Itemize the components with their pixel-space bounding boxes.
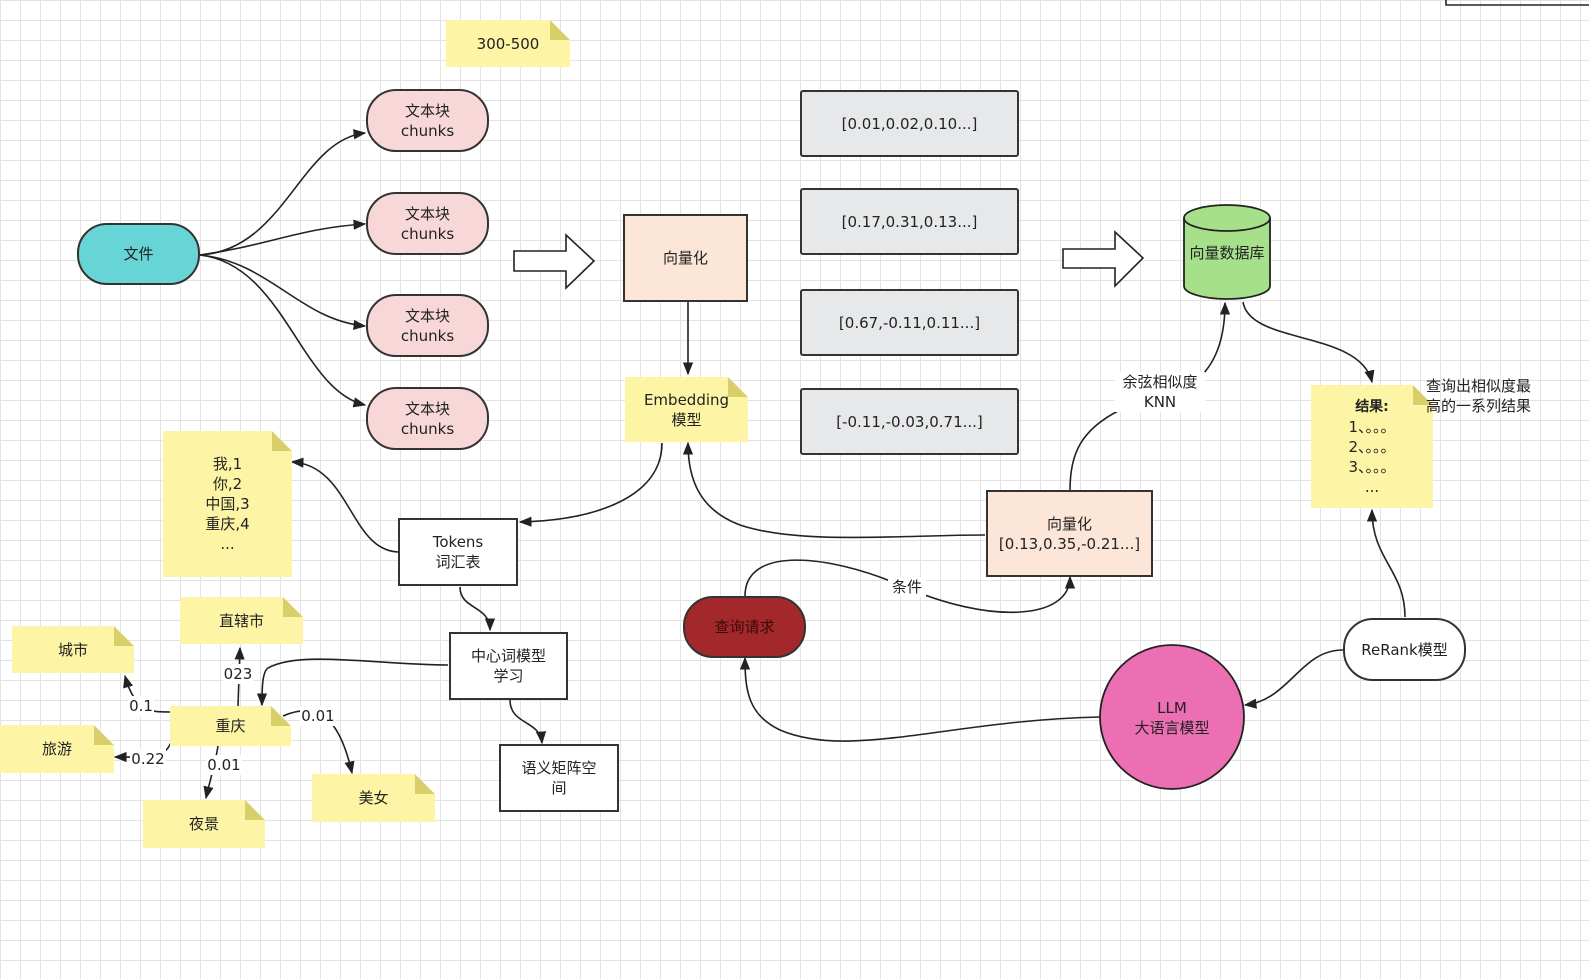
edge-file-chunk2 xyxy=(199,219,367,256)
condition-label: 条件 xyxy=(888,577,926,597)
vocab-note[interactable]: 我,1 你,2 中国,3 重庆,4 ... xyxy=(163,431,292,577)
embedding-model-note[interactable]: Embedding 模型 xyxy=(625,377,748,442)
weight-label-travel: 0.22 xyxy=(130,749,166,769)
results-note[interactable]: 结果: 1、。。。 2、。。。 3、。。。 ... xyxy=(1311,385,1433,508)
vector-box-4[interactable]: [-0.11,-0.03,0.71...] xyxy=(800,388,1019,455)
llm-label: LLM xyxy=(1157,699,1187,717)
results-description: 查询出相似度最 高的一系列结果 xyxy=(1426,377,1532,415)
llm-node[interactable]: LLM 大语言模型 xyxy=(1100,690,1244,746)
llm-sublabel: 大语言模型 xyxy=(1134,719,1210,737)
weight-label-municipality: 023 xyxy=(223,664,253,684)
llm-circle xyxy=(1099,644,1245,790)
chunk-sublabel: chunks xyxy=(400,121,455,140)
edge-rerank-llm xyxy=(1243,649,1344,709)
city-note[interactable]: 城市 xyxy=(12,626,134,673)
edge-tokens-vocab xyxy=(290,457,399,553)
chunk-sublabel: chunks xyxy=(400,224,455,243)
weight-label-city: 0.1 xyxy=(128,696,154,716)
vectorize-label: 向量化 xyxy=(662,249,708,267)
vector-box-1[interactable]: [0.01,0.02,0.10...] xyxy=(800,90,1019,157)
edge-file-chunk4 xyxy=(199,254,367,408)
center-word-label: 中心词模型 xyxy=(470,647,546,665)
chunk-node-1[interactable]: 文本块 chunks xyxy=(366,89,489,152)
cosine-knn-label: 余弦相似度 KNN xyxy=(1115,372,1205,412)
chunk-label: 文本块 xyxy=(404,101,450,120)
tokens-label: Tokens xyxy=(432,533,484,551)
query-vector-label: 向量化 xyxy=(1046,514,1092,533)
edge-query-db xyxy=(1069,409,1121,491)
corner-fragment xyxy=(1445,0,1589,6)
semantic-space-node[interactable]: 语义矩阵空 间 xyxy=(499,744,619,812)
chunk-sublabel: chunks xyxy=(400,326,455,345)
chunk-label: 文本块 xyxy=(404,204,450,223)
block-arrow-vectors xyxy=(1062,230,1145,288)
embedding-label: Embedding xyxy=(643,390,730,409)
results-title: 结果: xyxy=(1355,398,1389,415)
edge-rerank-results xyxy=(1366,508,1406,618)
query-request-label: 查询请求 xyxy=(714,618,775,636)
edge-center-chongqing xyxy=(256,658,449,707)
query-vector-value: [0.13,0.35,-0.21...] xyxy=(998,534,1141,553)
chunk-label: 文本块 xyxy=(404,306,450,325)
size-note[interactable]: 300-500 xyxy=(446,20,570,67)
weight-label-night: 0.01 xyxy=(206,755,242,775)
block-arrow-chunks xyxy=(513,233,596,290)
size-note-text: 300-500 xyxy=(476,34,540,53)
edge-cosine-db xyxy=(1194,301,1231,383)
beauty-note[interactable]: 美女 xyxy=(312,774,435,822)
vector-db-cylinder xyxy=(1183,204,1271,300)
municipality-note[interactable]: 直辖市 xyxy=(180,597,303,644)
night-view-note[interactable]: 夜景 xyxy=(143,800,265,848)
vector-value: [-0.11,-0.03,0.71...] xyxy=(836,412,983,431)
edge-file-chunk3 xyxy=(199,254,367,331)
query-request-node[interactable]: 查询请求 xyxy=(683,596,806,658)
vector-value: [0.67,-0.11,0.11...] xyxy=(838,313,981,332)
embedding-sublabel: 模型 xyxy=(671,410,702,429)
edge-llm-request xyxy=(739,656,1101,742)
edge-embedding-tokens xyxy=(518,442,663,527)
travel-note[interactable]: 旅游 xyxy=(0,725,114,773)
semantic-space-sublabel: 间 xyxy=(551,779,567,797)
chunk-label: 文本块 xyxy=(404,399,450,418)
vector-db-node[interactable]: 向量数据库 xyxy=(1184,228,1270,278)
query-vector-node[interactable]: 向量化 [0.13,0.35,-0.21...] xyxy=(986,490,1153,577)
vector-box-2[interactable]: [0.17,0.31,0.13...] xyxy=(800,188,1019,255)
semantic-space-label: 语义矩阵空 xyxy=(521,759,597,777)
chunk-node-4[interactable]: 文本块 chunks xyxy=(366,387,489,450)
center-word-node[interactable]: 中心词模型 学习 xyxy=(449,632,568,700)
edge-file-chunk1 xyxy=(199,129,367,256)
file-node[interactable]: 文件 xyxy=(77,223,200,285)
edge-query-embedding xyxy=(682,441,986,539)
edge-db-results xyxy=(1242,301,1375,384)
chunk-sublabel: chunks xyxy=(400,419,455,438)
rerank-node[interactable]: ReRank模型 xyxy=(1343,618,1466,681)
file-label: 文件 xyxy=(123,245,154,263)
center-word-sublabel: 学习 xyxy=(493,667,524,685)
vector-box-3[interactable]: [0.67,-0.11,0.11...] xyxy=(800,289,1019,356)
tokens-node[interactable]: Tokens 词汇表 xyxy=(398,518,518,586)
edge-center-semantic xyxy=(509,699,547,745)
rerank-label: ReRank模型 xyxy=(1361,640,1448,659)
vector-value: [0.01,0.02,0.10...] xyxy=(841,114,978,133)
edge-tokens-center xyxy=(459,586,496,632)
chunk-node-3[interactable]: 文本块 chunks xyxy=(366,294,489,357)
vector-value: [0.17,0.31,0.13...] xyxy=(841,212,978,231)
chunk-node-2[interactable]: 文本块 chunks xyxy=(366,192,489,255)
weight-label-beauty: 0.01 xyxy=(300,706,336,726)
vector-db-label: 向量数据库 xyxy=(1189,244,1265,262)
chongqing-note[interactable]: 重庆 xyxy=(170,706,291,746)
tokens-sublabel: 词汇表 xyxy=(435,553,481,571)
vectorize-node[interactable]: 向量化 xyxy=(623,214,748,302)
